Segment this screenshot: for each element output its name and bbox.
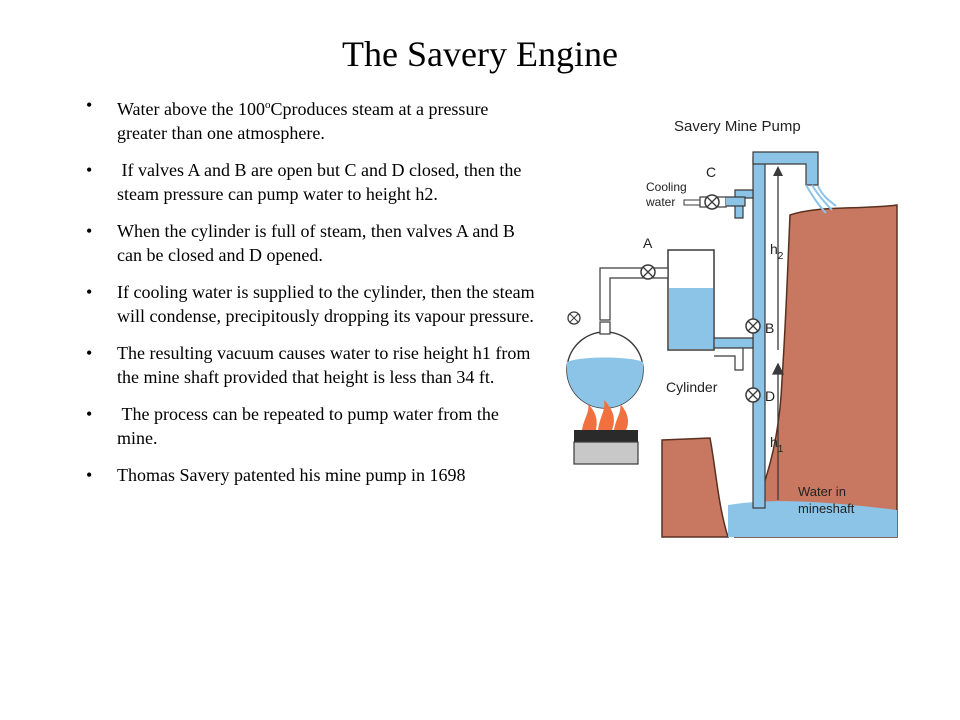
- bullet-dot: •: [86, 160, 93, 180]
- boiler-water: [567, 357, 643, 408]
- cooling-inlet: [683, 199, 703, 206]
- right-cliff: [733, 204, 898, 538]
- bullet-dot: •: [86, 343, 93, 363]
- flame-icon: [582, 400, 628, 430]
- h1-label: h1: [770, 434, 784, 455]
- bullet-item: • Water above the 100oCproduces steam at…: [86, 93, 536, 145]
- left-cliff: [661, 437, 730, 538]
- cylinder-water: [669, 288, 713, 349]
- bullet-item: • Thomas Savery patented his mine pump i…: [86, 463, 536, 487]
- outlet-splash: [805, 184, 837, 214]
- bullet-list: • Water above the 100oCproduces steam at…: [86, 93, 536, 500]
- mineshaft-label-line1: Water in: [798, 484, 846, 499]
- cylinder-outlet-pipe: [713, 337, 754, 349]
- bullet-dot: •: [86, 221, 93, 241]
- valve-a-label: A: [643, 235, 653, 251]
- bullet-dot: •: [86, 282, 93, 302]
- valve-c-label: C: [706, 164, 716, 180]
- bullet-item: • The process can be repeated to pump wa…: [86, 402, 536, 450]
- h2-label: h2: [770, 241, 784, 262]
- bullet-text: Thomas Savery patented his mine pump in …: [117, 465, 466, 485]
- bullet-dot: •: [86, 404, 93, 424]
- bullet-text: Water above the 100oCproduces steam at a…: [117, 99, 493, 143]
- cylinder-label: Cylinder: [666, 379, 718, 395]
- bullet-text: The resulting vacuum causes water to ris…: [117, 343, 535, 387]
- bullet-item: • If cooling water is supplied to the cy…: [86, 280, 536, 328]
- bullet-text: When the cylinder is full of steam, then…: [117, 221, 520, 265]
- valve-d-label: D: [765, 388, 775, 404]
- steam-pipe: [599, 267, 669, 321]
- savery-pump-diagram: Savery Mine Pump Cooling water Cylinder …: [552, 96, 898, 538]
- bullet-item: • When the cylinder is full of steam, th…: [86, 219, 536, 267]
- valve-b-label: B: [765, 320, 774, 336]
- bullet-dot: •: [86, 465, 93, 485]
- bullet-dot: •: [86, 95, 93, 115]
- bullet-item: • The resulting vacuum causes water to r…: [86, 341, 536, 389]
- mineshaft-water: [728, 501, 897, 537]
- cooling-label-line1: Cooling: [646, 180, 687, 194]
- mineshaft-label-line2: mineshaft: [798, 501, 855, 516]
- diagram-title: Savery Mine Pump: [674, 118, 801, 135]
- bullet-text: The process can be repeated to pump wate…: [117, 404, 504, 448]
- stove: [573, 441, 639, 465]
- bullet-text: If cooling water is supplied to the cyli…: [117, 282, 540, 326]
- outlet-pipe: [752, 151, 819, 186]
- bullet-text: If valves A and B are open but C and D c…: [117, 160, 526, 204]
- coals: [574, 430, 638, 442]
- cooling-label-line2: water: [645, 195, 675, 209]
- bullet-item: • If valves A and B are open but C and D…: [86, 158, 536, 206]
- slide-title: The Savery Engine: [342, 34, 618, 74]
